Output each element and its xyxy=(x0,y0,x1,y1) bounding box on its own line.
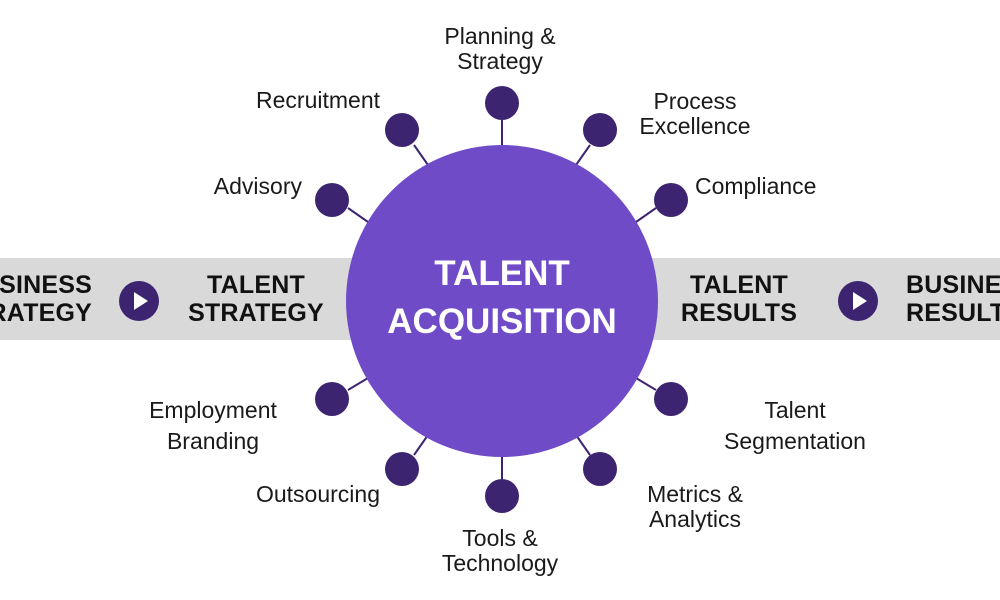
center-title-line2: ACQUISITION xyxy=(387,302,617,341)
label-advisory: Advisory xyxy=(213,173,302,199)
node-metrics-analytics xyxy=(583,452,617,486)
center-circle xyxy=(346,145,658,457)
node-employment-branding xyxy=(315,382,349,416)
connector-compliance xyxy=(635,207,657,223)
label-process-excellence: Process Excellence xyxy=(639,88,751,139)
connector-employment xyxy=(347,377,369,391)
node-recruitment xyxy=(385,113,419,147)
play-icon xyxy=(119,281,159,321)
node-talent-segmentation xyxy=(654,382,688,416)
band-business-results: BUSINESS RESULTS xyxy=(906,271,1000,327)
band-business-strategy: BUSINESS STRATEGY xyxy=(0,271,92,327)
node-tools-technology xyxy=(485,479,519,513)
label-recruitment: Recruitment xyxy=(256,87,380,113)
label-metrics-analytics: Metrics & Analytics xyxy=(647,481,743,532)
connector-talent-seg xyxy=(635,377,657,391)
connector-metrics xyxy=(575,434,591,456)
node-planning-strategy xyxy=(485,86,519,120)
connector-advisory xyxy=(347,207,369,223)
connector-outsourcing xyxy=(413,434,429,456)
connector-process xyxy=(575,144,591,166)
node-process-excellence xyxy=(583,113,617,147)
node-compliance xyxy=(654,183,688,217)
label-employment-branding: Employment Branding xyxy=(149,397,277,454)
node-advisory xyxy=(315,183,349,217)
label-outsourcing: Outsourcing xyxy=(255,481,380,507)
band-talent-results: TALENT RESULTS xyxy=(680,271,798,327)
label-tools-technology: Tools & Technology xyxy=(441,525,559,576)
node-outsourcing xyxy=(385,452,419,486)
label-talent-segmentation: Talent Segmentation xyxy=(724,397,866,454)
play-icon xyxy=(838,281,878,321)
center-title-line1: TALENT xyxy=(434,254,570,293)
band-talent-strategy: TALENT STRATEGY xyxy=(188,271,324,327)
label-planning-strategy: Planning & Strategy xyxy=(444,23,556,74)
label-compliance: Compliance xyxy=(695,173,817,199)
connector-recruitment xyxy=(413,144,429,166)
